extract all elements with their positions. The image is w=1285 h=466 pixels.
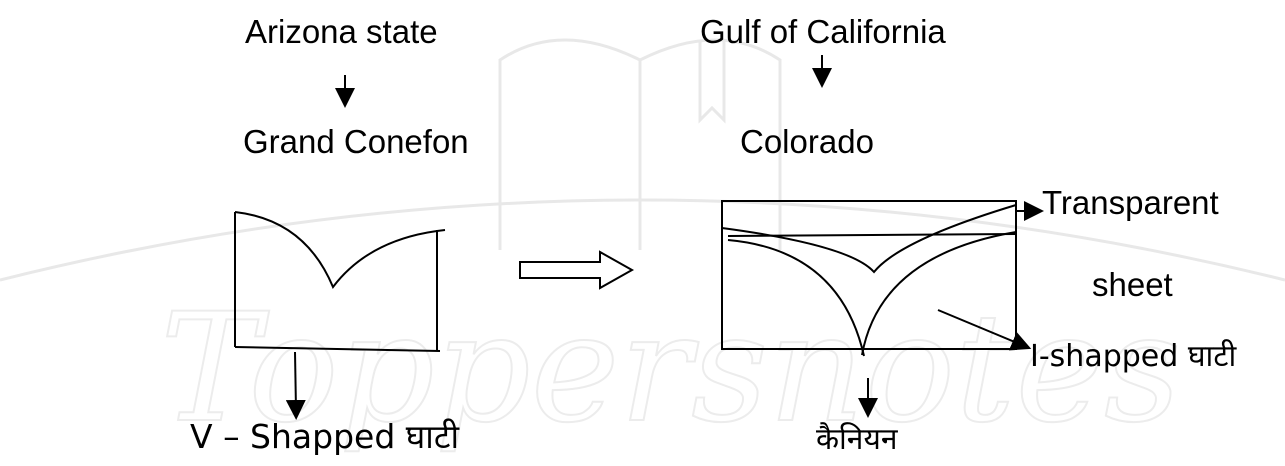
label-canyon-hindi: कैनियन (816, 422, 898, 457)
label-arizona-state: Arizona state (245, 13, 438, 50)
arrow-to-v-valley (285, 351, 306, 420)
label-sheet: sheet (1092, 266, 1173, 303)
transform-arrow (519, 250, 635, 290)
label-grand-conefon: Grand Conefon (243, 123, 469, 160)
v-valley-sketch (234, 211, 446, 352)
label-i-shaped-valley: I-shapped घाटी (1030, 339, 1237, 374)
label-colorado: Colorado (740, 123, 874, 160)
arrow-to-i-shaped (937, 309, 1032, 351)
label-gulf-of-california: Gulf of California (700, 13, 946, 50)
label-v-shaped-valley: V – Shapped घाटी (190, 417, 460, 456)
watermark-text: Toppersnotes (160, 282, 1181, 456)
label-transparent: Transparent (1042, 184, 1219, 221)
canyon-box (721, 200, 1017, 357)
